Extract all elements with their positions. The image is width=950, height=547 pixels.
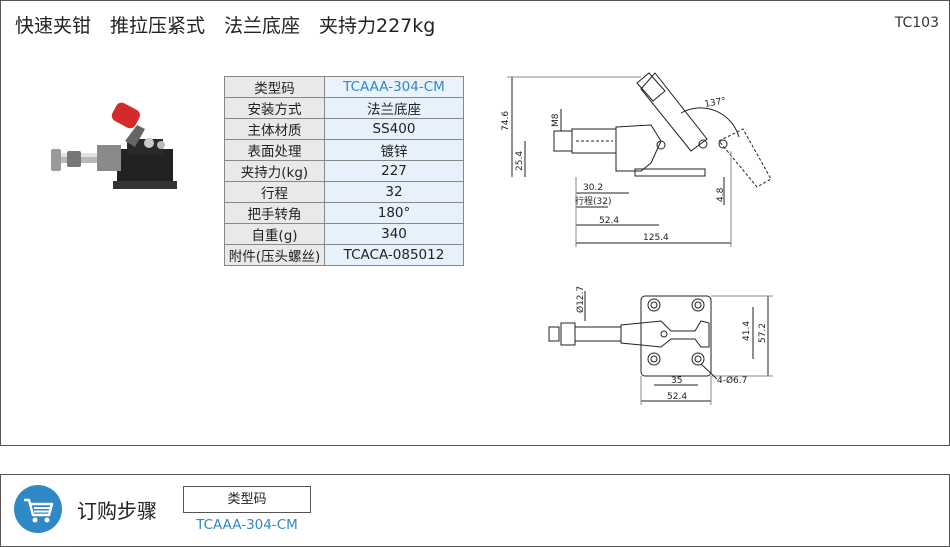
product-title: 快速夹钳 推拉压紧式 法兰底座 夹持力227kg — [15, 15, 436, 37]
dim-25-4: 25.4 — [515, 151, 525, 171]
dim-52-4: 52.4 — [599, 216, 619, 226]
spec-value: 法兰底座 — [324, 97, 464, 119]
cart-icon-badge — [14, 485, 62, 533]
spec-value: 227 — [324, 160, 464, 182]
spec-row: 安装方式法兰底座 — [224, 97, 464, 119]
cart-icon — [24, 498, 54, 523]
technical-drawing: 74.6 M8 25.4 137° 30.2 行程(32) 52.4 125.4… — [501, 72, 773, 405]
spec-row: 附件(压头螺丝)TCACA-085012 — [224, 244, 464, 266]
order-panel: 订购步骤 类型码 TCAAA-304-CM — [0, 474, 950, 547]
dim-125-4: 125.4 — [643, 233, 669, 243]
product-code: TC103 — [894, 15, 939, 31]
spec-key: 主体材质 — [224, 118, 325, 140]
spec-value: 180° — [324, 202, 464, 224]
dim-52-4-top: 52.4 — [667, 392, 687, 402]
dim-stroke: 行程(32) — [575, 195, 611, 207]
order-field-label: 类型码 — [183, 486, 311, 513]
product-photo — [51, 102, 177, 189]
dim-57-2: 57.2 — [758, 323, 768, 343]
dim-m8: M8 — [551, 113, 561, 127]
dim-137: 137° — [704, 96, 727, 110]
order-field-value[interactable]: TCAAA-304-CM — [196, 517, 298, 533]
spec-key: 附件(压头螺丝) — [224, 244, 325, 266]
order-title: 订购步骤 — [77, 499, 157, 523]
spec-key: 类型码 — [224, 76, 325, 98]
dim-holes: 4-Ø6.7 — [717, 375, 747, 386]
dim-41-4: 41.4 — [742, 321, 752, 341]
dim-4-8: 4.8 — [716, 187, 726, 202]
spec-value: SS400 — [324, 118, 464, 140]
top-view-drawing — [548, 291, 773, 405]
spec-key: 行程 — [224, 181, 325, 203]
side-view-drawing — [507, 72, 772, 247]
spec-value: 340 — [324, 223, 464, 245]
dim-dia-12-7: Ø12.7 — [575, 286, 586, 313]
spec-key: 把手转角 — [224, 202, 325, 224]
spec-key: 表面处理 — [224, 139, 325, 161]
spec-value: TCACA-085012 — [324, 244, 464, 266]
dim-35: 35 — [671, 376, 682, 386]
dim-30-2: 30.2 — [583, 183, 603, 193]
dim-74-6: 74.6 — [501, 111, 511, 131]
spec-row: 自重(g)340 — [224, 223, 464, 245]
